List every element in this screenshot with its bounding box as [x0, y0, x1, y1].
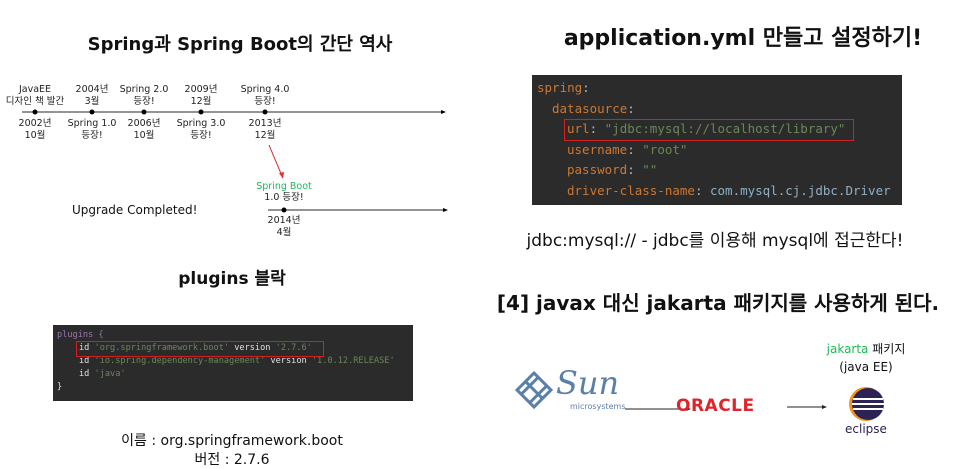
- sun-logo: Sun microsystems: [514, 364, 626, 414]
- jakarta-title: [4] javax 대신 jakarta 패키지를 사용하게 된다.: [496, 291, 940, 315]
- name-note: 이름 : org.springframework.boot: [121, 433, 343, 449]
- timeline-dot: [141, 109, 147, 115]
- code-line: }: [57, 382, 63, 392]
- boot-dot: [281, 207, 287, 213]
- arrow-icon: [625, 407, 691, 411]
- jdbc-note: jdbc:mysql:// - jdbc를 이용해 mysql에 접근한다!: [526, 231, 904, 251]
- timeline-dot: [198, 109, 204, 115]
- history-title: Spring과 Spring Boot의 간단 역사: [87, 34, 393, 55]
- yaml-title: application.yml 만들고 설정하기!: [563, 26, 923, 51]
- plugins-title: plugins 블락: [178, 269, 286, 289]
- sun-emblem-icon: [514, 370, 554, 410]
- eclipse-logo: eclipse: [843, 386, 893, 438]
- code-line: plugins {: [57, 330, 104, 340]
- version-note: 버전 : 2.7.6: [194, 452, 270, 468]
- code-line: driver-class-name: com.mysql.cj.jdbc.Dri…: [567, 182, 891, 198]
- boot-arrowhead: [443, 208, 448, 212]
- code-line: id 'org.springframework.boot' version '2…: [79, 343, 312, 353]
- spring-boot-release: 1.0 등장!: [264, 192, 304, 203]
- red-arrowhead: [279, 172, 284, 179]
- plugins-code-block: plugins { id 'org.springframework.boot' v…: [53, 325, 413, 401]
- timeline-arrowhead: [441, 110, 446, 114]
- java-ee-label: (java EE): [839, 360, 893, 374]
- code-line: spring:: [537, 80, 590, 95]
- timeline-dot: [262, 109, 268, 115]
- red-arrow: [268, 144, 283, 177]
- upgrade-completed: Upgrade Completed!: [72, 203, 198, 217]
- code-line: url: "jdbc:mysql://localhost/library": [567, 121, 846, 136]
- spring-boot-label: Spring Boot: [256, 181, 312, 192]
- timeline-dot: [89, 109, 95, 115]
- eclipse-icon: [849, 387, 884, 421]
- timeline: [22, 109, 448, 213]
- code-line: id 'java': [79, 369, 126, 379]
- code-line: password: "": [567, 162, 658, 177]
- code-line: datasource:: [552, 100, 635, 116]
- timeline-dot: [32, 109, 38, 115]
- highlight-box: [76, 341, 324, 357]
- oracle-logo: ORACLE: [676, 396, 755, 416]
- highlight-box: [564, 119, 854, 141]
- arrow-icon: [787, 405, 827, 409]
- jakarta-package-label: jakarta 패키지: [826, 342, 906, 356]
- code-line: username: "root": [567, 141, 688, 157]
- code-line: id 'io.spring.dependency-management' ver…: [79, 356, 395, 366]
